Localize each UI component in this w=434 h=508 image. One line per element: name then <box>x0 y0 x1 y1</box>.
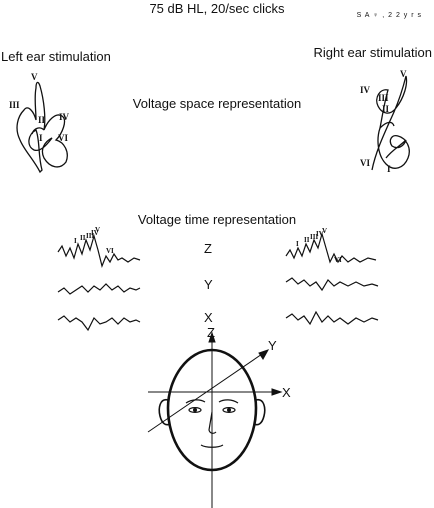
right-space-peak-labels: IV V III II VI I <box>360 69 407 174</box>
left-time-peak-label: VI <box>106 247 114 255</box>
right-trace-y <box>285 277 379 292</box>
left-voltage-space-loop <box>16 81 68 174</box>
left-voltage-time-traces <box>57 233 141 332</box>
right-ear <box>253 398 266 426</box>
left-trace-y <box>57 283 141 295</box>
right-time-peak-label: VI <box>334 256 342 264</box>
right-time-peak-label: I <box>296 240 299 248</box>
left-time-peak-label: III <box>86 232 94 240</box>
right-space-peak-label: IV <box>360 85 371 95</box>
axis-label-x: X <box>282 385 291 400</box>
left-ear <box>158 398 171 426</box>
left-space-peak-label: II <box>38 115 46 125</box>
right-voltage-time-traces <box>285 231 379 326</box>
left-time-peak-label: V <box>95 226 100 234</box>
left-space-peak-label: VI <box>58 133 68 143</box>
head-axes <box>147 331 283 508</box>
left-space-peak-label: V <box>31 72 38 82</box>
ears <box>158 398 266 426</box>
axis-label-y: Y <box>268 338 277 353</box>
voltage-time-title: Voltage time representation <box>137 212 297 227</box>
left-eyebrow <box>185 399 206 404</box>
left-time-peak-label: II <box>80 234 86 242</box>
right-time-peak-labels: I II III IV V VI <box>296 227 342 264</box>
left-space-peak-label: III <box>9 100 20 110</box>
y-axis-line <box>147 351 266 433</box>
left-eye <box>188 407 202 414</box>
right-trace-x <box>285 310 379 326</box>
left-time-peak-label: I <box>74 237 77 245</box>
z-axis-arrow <box>208 331 216 343</box>
axis-label-z: Z <box>207 325 215 340</box>
right-space-peak-label: V <box>400 69 407 79</box>
left-time-peak-labels: I II III IV V VI <box>74 226 114 255</box>
subject-label: S A ♀ , 2 2 y r s <box>356 12 422 19</box>
left-time-peak-label: IV <box>91 229 99 237</box>
channel-labels: Z Y X <box>204 241 213 325</box>
right-eye <box>222 407 236 414</box>
right-time-peak-label: III <box>310 233 318 241</box>
right-space-peak-label: II <box>382 104 390 114</box>
right-space-peak-label: III <box>378 93 389 103</box>
left-trace-x <box>57 315 141 332</box>
right-space-peak-label: VI <box>360 158 370 168</box>
voltage-space-title: Voltage space representation <box>132 96 302 111</box>
channel-label-z: Z <box>204 241 212 256</box>
y-axis-arrow <box>258 349 270 360</box>
right-space-peak-label: I <box>387 164 391 174</box>
right-trace-z <box>285 231 377 264</box>
head-outline <box>166 348 258 472</box>
left-ear-title: Left ear stimulation <box>1 49 111 64</box>
head-axis-labels: Z Y X <box>207 325 291 400</box>
right-eyebrow <box>218 399 239 404</box>
channel-label-y: Y <box>204 277 213 292</box>
left-space-peak-label: I <box>39 133 43 143</box>
right-ear-title: Right ear stimulation <box>313 45 433 60</box>
channel-label-x: X <box>204 310 213 325</box>
right-voltage-space-loop <box>371 75 410 171</box>
left-space-peak-labels: V III II IV I VI <box>9 72 70 143</box>
x-axis-arrow <box>271 388 283 396</box>
left-space-peak-label: IV <box>59 112 70 122</box>
figure-title: 75 dB HL, 20/sec clicks <box>149 1 285 16</box>
right-time-peak-label: II <box>304 236 310 244</box>
right-time-peak-label: V <box>322 227 327 235</box>
left-trace-z <box>57 233 141 268</box>
right-time-peak-label: IV <box>316 230 324 238</box>
face-features <box>185 399 239 448</box>
